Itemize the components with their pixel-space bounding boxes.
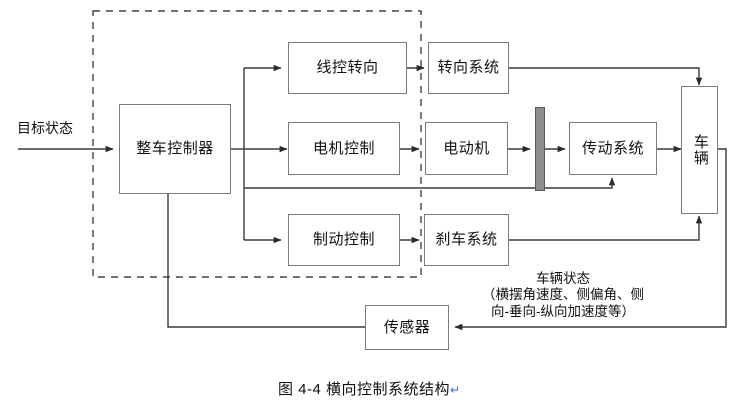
node-sensor-label: 传感器 — [383, 318, 431, 336]
node-steer-by-wire-label: 线控转向 — [316, 59, 379, 77]
annotation-line-3: 向-垂向-纵向加速度等） — [491, 303, 635, 319]
node-vehicle-controller-label: 整车控制器 — [136, 140, 214, 158]
node-transmission-label: 传动系统 — [581, 139, 644, 157]
edge-brakesys-to-vehicle — [509, 215, 703, 241]
paragraph-mark-icon: ↵ — [450, 383, 461, 397]
clutch-bar — [535, 107, 545, 191]
node-brake-system[interactable]: 刹车系统 — [424, 214, 509, 266]
node-sensor[interactable]: 传感器 — [365, 305, 449, 350]
figure-caption-text: 图 4-4 横向控制系统结构 — [278, 381, 451, 398]
edge-sensor-to-controller — [164, 181, 365, 328]
node-vehicle-label: 车辆 — [691, 134, 709, 166]
node-transmission[interactable]: 传动系统 — [569, 122, 657, 175]
system-boundary-dashed — [92, 10, 422, 278]
node-motor-control[interactable]: 电机控制 — [288, 122, 400, 175]
node-steering-system[interactable]: 转向系统 — [428, 42, 509, 94]
node-vehicle-controller[interactable]: 整车控制器 — [119, 104, 231, 194]
node-motor-label: 电动机 — [443, 139, 490, 157]
annotation-line-1: 车辆状态 — [536, 271, 590, 286]
node-brake-system-label: 刹车系统 — [435, 231, 498, 249]
edge-controller-to-transmission — [244, 177, 616, 189]
node-brake-control[interactable]: 制动控制 — [288, 214, 400, 266]
vehicle-state-annotation: 车辆状态 （横摆角速度、侧偏角、侧 向-垂向-纵向加速度等） — [458, 271, 668, 320]
node-steer-by-wire[interactable]: 线控转向 — [288, 42, 407, 94]
node-motor-control-label: 电机控制 — [312, 139, 375, 157]
annotation-line-2: （横摆角速度、侧偏角、侧 — [482, 287, 644, 303]
target-state-label: 目标状态 — [17, 120, 73, 136]
node-brake-control-label: 制动控制 — [312, 231, 375, 249]
figure-caption: 图 4-4 横向控制系统结构↵ — [278, 378, 461, 399]
edge-vehicle-to-sensor — [454, 148, 727, 331]
edge-steeringsys-to-vehicle — [509, 67, 703, 86]
node-motor[interactable]: 电动机 — [425, 122, 508, 175]
node-steering-system-label: 转向系统 — [437, 59, 500, 77]
node-vehicle[interactable]: 车辆 — [681, 86, 718, 214]
